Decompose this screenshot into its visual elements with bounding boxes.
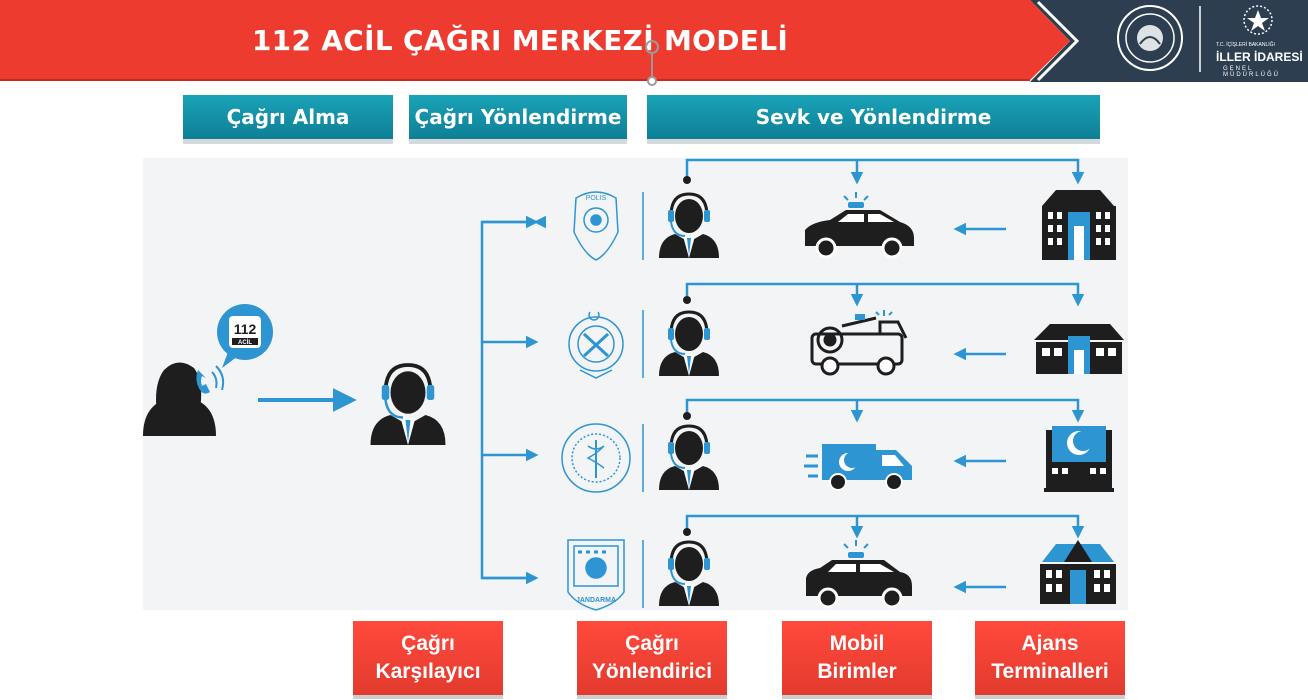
gendarmerie-terminal-building-icon [1040,540,1116,604]
hospital-terminal-building-icon [1044,426,1114,492]
health-ministry-emblem-icon [561,423,631,493]
logo-main-text: İLLER İDARESİ [1216,50,1303,64]
police-terminal-building-icon [1042,190,1116,260]
routing-bracket-lines [480,215,546,585]
tab-sevk-ve-yonlendirme: Sevk ve Yönlendirme [647,95,1100,139]
caller-woman-icon [143,362,225,436]
logo-small-text: T.C. İÇİŞLERİ BAKANLIĞI [1216,42,1275,48]
gendarmerie-emblem-icon [567,539,625,611]
mobil-birimler-box: Mobil Birimler [782,621,932,695]
dispatcher-operator-icon [657,310,721,378]
box-line2: Yönlendirici [591,660,713,683]
cagri-yonlendirici-box: Çağrı Yönlendirici [577,621,727,695]
police-emblem-icon [573,191,619,261]
police-car-icon [805,192,914,259]
fire-truck-icon [810,310,908,376]
dispatcher-operator-icon [657,192,721,260]
logo-sub-text: GENEL MÜDÜRLÜĞÜ [1223,66,1280,78]
pin-icon [645,40,659,86]
box-line2: Birimler [817,660,897,683]
ajans-terminalleri-box: Ajans Terminalleri [975,621,1125,695]
acil-label-text: ACİL [238,339,252,346]
dispatcher-operator-icon [657,424,721,492]
cagri-karsilayici-box: Çağrı Karşılayıcı [353,621,503,695]
page-title: 112 ACİL ÇAĞRI MERKEZİ MODELİ [251,23,789,57]
box-line1: Çağrı [401,632,455,655]
iller-idaresi-logo-icon [1243,5,1273,35]
ministry-seal-icon [1117,5,1183,71]
box-line2: Karşılayıcı [375,660,481,683]
dispatcher-operator-icon [657,540,721,608]
box-line2: Terminalleri [991,660,1109,683]
gendarmerie-vehicle-icon [806,540,912,609]
box-line1: Çağrı [625,632,679,655]
ambulance-icon [804,444,912,491]
fire-terminal-building-icon [1034,324,1124,374]
112-number-text: 112 [234,321,257,337]
police-emblem-text: POLİS [586,193,607,202]
connector-dots [683,176,691,536]
tab-cagri-alma: Çağrı Alma [183,95,393,139]
112-call-bubble-icon [217,304,273,368]
box-line1: Mobil [829,632,885,655]
dispatch-connector-lines [685,158,1085,594]
header-banner [0,0,1308,82]
gendarmerie-emblem-text: JANDARMA [576,597,616,604]
call-receiver-operator-icon [368,363,448,447]
fire-brigade-emblem-icon [568,311,624,379]
tab-cagri-yonlendirme: Çağrı Yönlendirme [409,95,627,139]
box-line1: Ajans [1021,632,1079,655]
